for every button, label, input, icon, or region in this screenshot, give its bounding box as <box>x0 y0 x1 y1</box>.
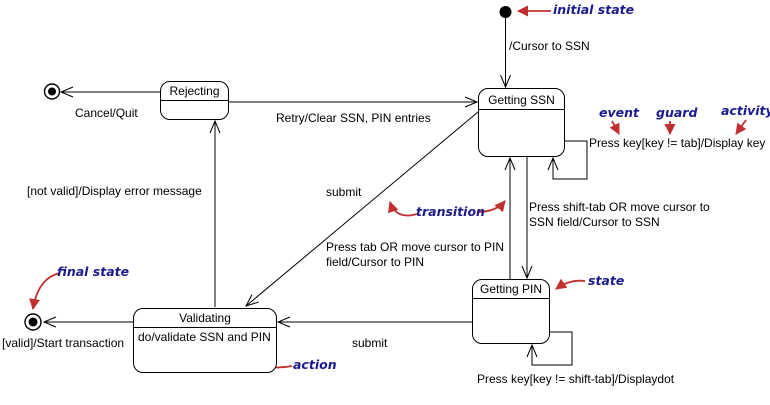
annotation-action: action <box>293 357 337 372</box>
annotation-initial-state: initial state <box>553 2 635 17</box>
label-valid: [valid]/Start transaction <box>2 336 125 350</box>
label-submit-horizontal: submit <box>352 336 388 350</box>
state-getting-pin: Getting PIN <box>472 279 550 344</box>
state-arrow <box>555 278 586 290</box>
label-not-valid: [not valid]/Display error message <box>27 184 202 198</box>
state-getting-ssn: Getting SSN <box>478 88 565 157</box>
pseudo-state-markers <box>24 6 512 331</box>
state-title: Rejecting <box>161 82 228 101</box>
label-cancel: Cancel/Quit <box>75 106 138 120</box>
annotation-final-state: final state <box>57 264 130 279</box>
label-cursor-to-ssn: /Cursor to SSN <box>509 39 590 53</box>
label-submit-diagonal: submit <box>326 185 362 199</box>
activity-arrow <box>735 119 747 135</box>
line-ssn-self-loop <box>553 140 588 180</box>
state-title: Getting PIN <box>473 280 549 299</box>
annotation-guard: guard <box>656 105 698 120</box>
state-body <box>479 110 564 114</box>
annotation-event: event <box>599 105 639 120</box>
initial-state-marker <box>499 6 512 18</box>
label-retry: Retry/Clear SSN, PIN entries <box>276 111 431 125</box>
state-title: Validating <box>134 309 276 328</box>
annotation-state: state <box>588 273 625 288</box>
line-pin-self-loop <box>532 331 573 366</box>
final-state-marker-top <box>43 83 61 100</box>
final-state-marker-bottom <box>24 313 42 331</box>
label-tab: Press tab OR move cursor to PIN field/Cu… <box>326 240 505 269</box>
label-pin-self: Press key[key != shift-tab]/Displaydot <box>477 372 675 386</box>
event-arrow <box>609 120 620 135</box>
label-ssn-self: Press key[key != tab]/Display key <box>589 136 766 150</box>
annotation-activity: activity <box>721 103 770 118</box>
state-title: Getting SSN <box>479 89 564 110</box>
line-ssn-submit-to-validating <box>246 111 479 306</box>
state-validating: Validating do/validate SSN and PIN <box>133 308 277 373</box>
state-rejecting: Rejecting <box>160 81 229 120</box>
transition-arrow-right <box>476 200 506 213</box>
label-shift-tab: Press shift-tab OR move cursor to SSN fi… <box>529 200 710 229</box>
transition-arrow-left <box>387 201 418 217</box>
state-body <box>473 299 549 303</box>
transition-lines <box>44 16 588 366</box>
state-body <box>161 101 228 105</box>
final-state-arrow <box>29 272 61 310</box>
state-do-activity: do/validate SSN and PIN <box>138 330 271 344</box>
annotation-transition: transition <box>416 204 485 219</box>
